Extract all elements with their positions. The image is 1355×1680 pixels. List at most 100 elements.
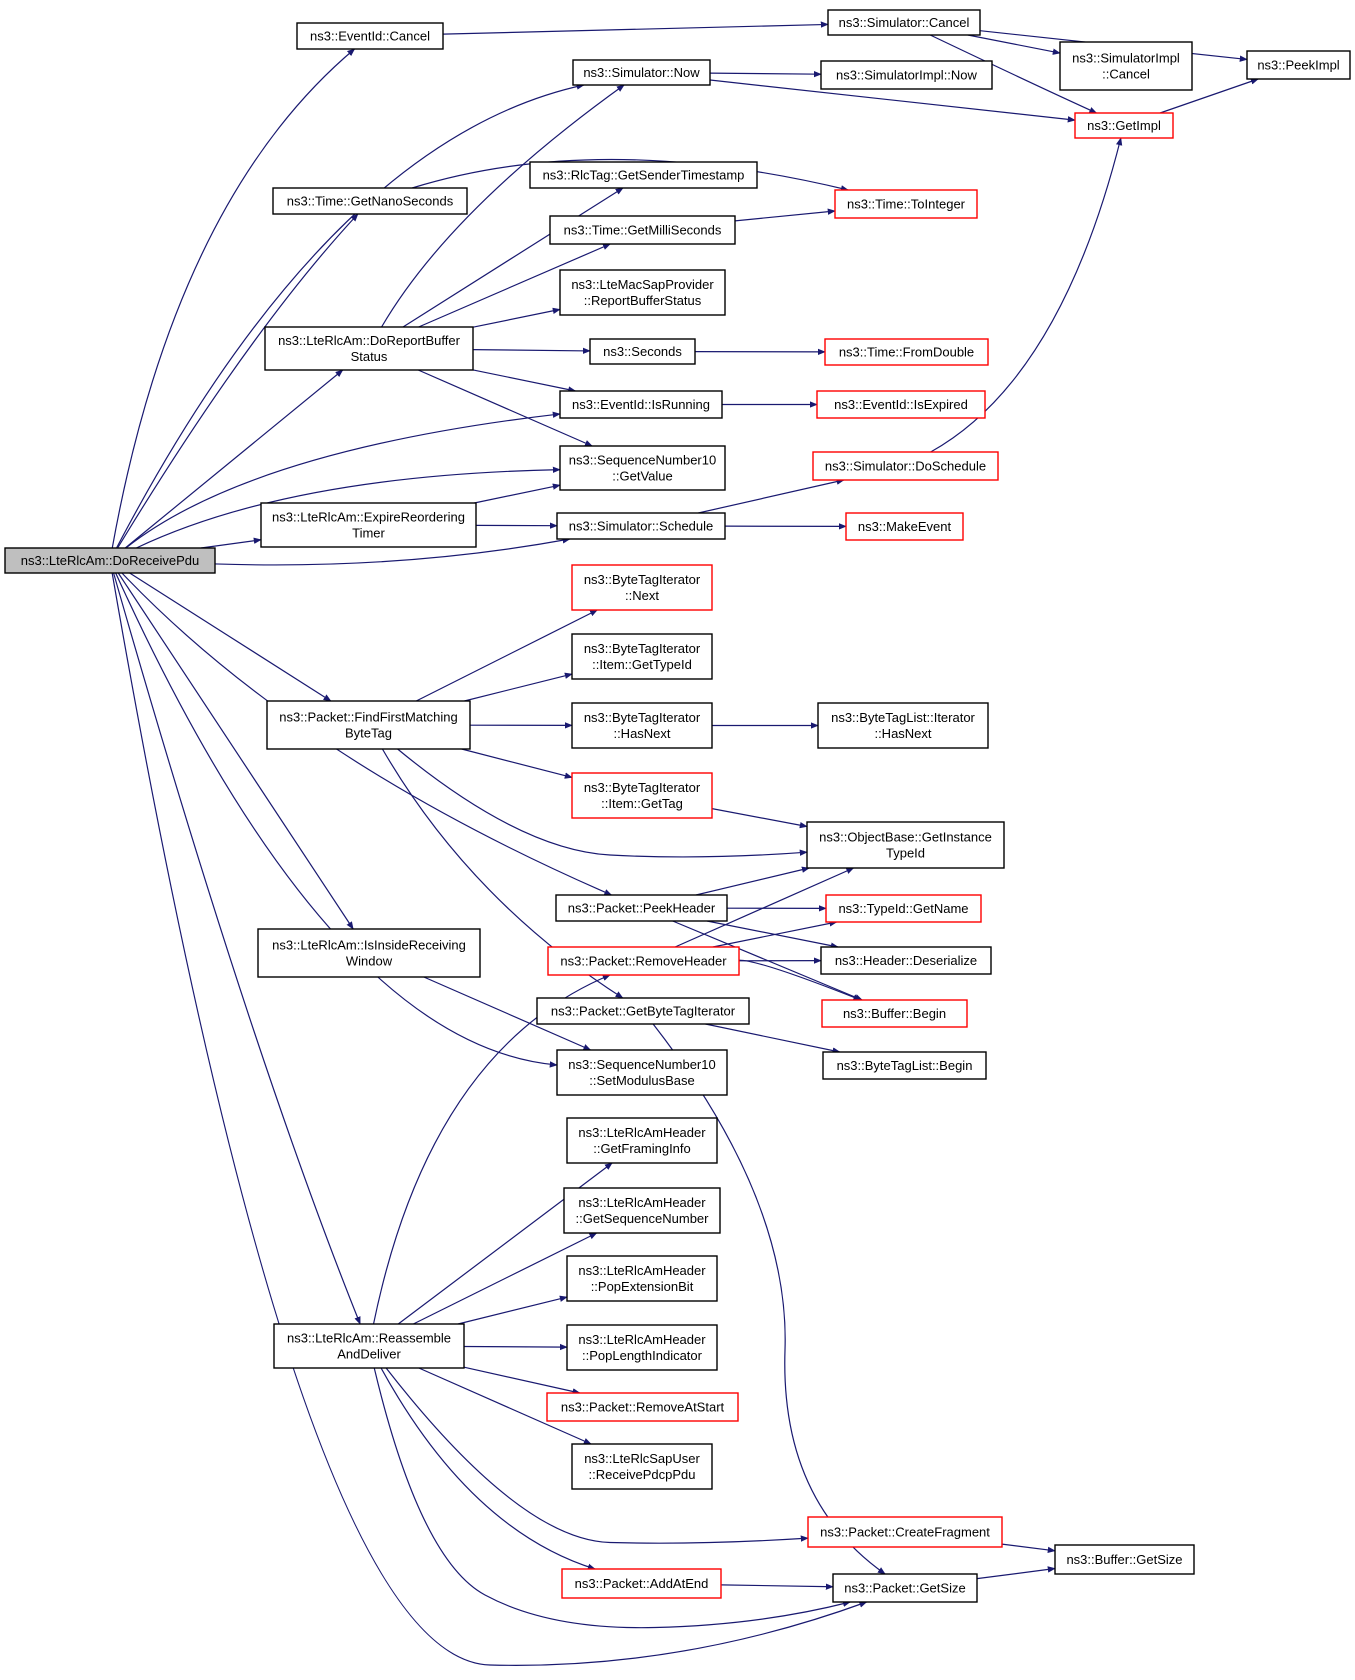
node-makeEvent[interactable]: ns3::MakeEvent <box>845 512 964 541</box>
node-label: ns3::LteRlcAmHeader <box>578 1332 706 1347</box>
node-box <box>832 1573 978 1603</box>
node-label: Status <box>351 349 388 364</box>
node-root[interactable]: ns3::LteRlcAm::DoReceivePdu <box>4 547 216 574</box>
node-simImplNow[interactable]: ns3::SimulatorImpl::Now <box>820 60 993 90</box>
node-label: ::HasNext <box>613 726 670 741</box>
node-btlHasNext[interactable]: ns3::ByteTagList::Iterator::HasNext <box>817 702 989 749</box>
node-peekImpl[interactable]: ns3::PeekImpl <box>1246 50 1351 80</box>
edge-findFirst-to-btiNext <box>415 609 598 702</box>
node-getMilli[interactable]: ns3::Time::GetMilliSeconds <box>549 215 736 245</box>
node-label: ::GetValue <box>612 469 672 484</box>
node-label: ns3::GetImpl <box>1087 118 1161 133</box>
node-box <box>546 1392 739 1422</box>
node-receivePdcp[interactable]: ns3::LteRlcSapUser::ReceivePdcpPdu <box>571 1443 713 1490</box>
node-btiGetTag[interactable]: ns3::ByteTagIterator::Item::GetTag <box>571 772 713 819</box>
node-toInteger[interactable]: ns3::Time::ToInteger <box>834 189 978 219</box>
node-simImplCancel[interactable]: ns3::SimulatorImpl::Cancel <box>1059 41 1193 91</box>
edge-simCancel-to-getImpl <box>929 34 1098 114</box>
node-pktGetSize[interactable]: ns3::Packet::GetSize <box>832 1573 978 1603</box>
node-typeIdName[interactable]: ns3::TypeId::GetName <box>825 894 982 923</box>
edge-root-to-reassemble <box>112 572 361 1325</box>
node-label: ns3::Time::ToInteger <box>847 197 966 212</box>
node-label: Timer <box>352 526 385 541</box>
node-label: ns3::RlcTag::GetSenderTimestamp <box>543 168 745 183</box>
edge-root-to-doReport <box>124 369 344 549</box>
edge-root-to-findFirst <box>129 572 332 702</box>
node-addAtEnd[interactable]: ns3::Packet::AddAtEnd <box>561 1568 722 1599</box>
node-getBti[interactable]: ns3::Packet::GetByteTagIterator <box>536 997 750 1025</box>
node-peekHeader[interactable]: ns3::Packet::PeekHeader <box>555 894 728 922</box>
node-label: ns3::ByteTagIterator <box>584 710 701 725</box>
node-bufGetSize[interactable]: ns3::Buffer::GetSize <box>1054 1544 1195 1575</box>
node-box <box>820 60 993 90</box>
node-getSeqNum[interactable]: ns3::LteRlcAmHeader::GetSequenceNumber <box>563 1187 721 1234</box>
node-label: ::ReceivePdcpPdu <box>589 1467 696 1482</box>
node-label: ns3::Packet::GetSize <box>844 1581 965 1596</box>
edge-reassemble-to-receivePdcp <box>418 1367 592 1445</box>
node-rlcTag[interactable]: ns3::RlcTag::GetSenderTimestamp <box>529 161 758 189</box>
node-btiNext[interactable]: ns3::ByteTagIterator::Next <box>571 564 713 611</box>
edge-doReport-to-isRunning <box>472 369 577 393</box>
node-doSchedule[interactable]: ns3::Simulator::DoSchedule <box>812 451 999 481</box>
node-removeAtStart[interactable]: ns3::Packet::RemoveAtStart <box>546 1392 739 1422</box>
edge-findFirst-to-btiGetTypeId <box>464 672 573 702</box>
node-btiHasNext[interactable]: ns3::ByteTagIterator::HasNext <box>571 702 713 749</box>
edge-root-to-setModulus <box>115 572 558 1068</box>
node-deserialize[interactable]: ns3::Header::Deserialize <box>820 946 992 975</box>
edge-root-to-pktGetSize <box>111 572 868 1666</box>
node-schedule[interactable]: ns3::Simulator::Schedule <box>556 512 726 540</box>
node-isRunning[interactable]: ns3::EventId::IsRunning <box>559 390 723 419</box>
node-setModulus[interactable]: ns3::SequenceNumber10::SetModulusBase <box>556 1049 728 1096</box>
node-fromDouble[interactable]: ns3::Time::FromDouble <box>824 338 989 366</box>
node-label: ::GetFramingInfo <box>593 1141 691 1156</box>
node-createFrag[interactable]: ns3::Packet::CreateFragment <box>807 1516 1003 1548</box>
node-label: ::Item::GetTypeId <box>592 657 692 672</box>
node-box <box>559 445 726 491</box>
node-isExpired[interactable]: ns3::EventId::IsExpired <box>816 390 986 419</box>
edge-findFirst-to-btiGetTag <box>461 748 573 779</box>
node-box <box>555 894 728 922</box>
node-seconds[interactable]: ns3::Seconds <box>589 338 696 365</box>
node-box <box>1246 50 1351 80</box>
edge-reassemble-to-removeAtStart <box>463 1366 581 1395</box>
edge-root-to-simNow <box>116 83 585 549</box>
edge-getImpl-to-peekImpl <box>1159 78 1259 114</box>
node-box <box>824 338 989 366</box>
edge-doReport-to-seqGetValue <box>417 369 593 447</box>
node-box <box>571 633 713 680</box>
node-evCancel[interactable]: ns3::EventId::Cancel <box>296 22 444 50</box>
node-label: ::SetModulusBase <box>589 1073 695 1088</box>
node-popLen[interactable]: ns3::LteRlcAmHeader::PopLengthIndicator <box>566 1324 718 1371</box>
node-simNow[interactable]: ns3::Simulator::Now <box>572 59 711 86</box>
edge-doReport-to-lteMacSap <box>472 307 561 328</box>
node-btlBegin[interactable]: ns3::ByteTagList::Begin <box>822 1051 987 1080</box>
node-box <box>806 821 1005 869</box>
node-label: ns3::LteRlcAm::IsInsideReceiving <box>272 938 466 953</box>
node-label: ns3::LteRlcAm::DoReceivePdu <box>21 553 199 568</box>
node-bufBegin[interactable]: ns3::Buffer::Begin <box>821 999 968 1028</box>
node-box <box>556 1049 728 1096</box>
node-getNano[interactable]: ns3::Time::GetNanoSeconds <box>272 187 468 215</box>
node-simCancel[interactable]: ns3::Simulator::Cancel <box>827 9 981 36</box>
node-removeHeader[interactable]: ns3::Packet::RemoveHeader <box>547 946 740 976</box>
node-getImpl[interactable]: ns3::GetImpl <box>1074 112 1174 139</box>
node-label: ns3::Packet::FindFirstMatching <box>279 710 457 725</box>
node-box <box>827 9 981 36</box>
node-seqGetValue[interactable]: ns3::SequenceNumber10::GetValue <box>559 445 726 491</box>
node-lteMacSap[interactable]: ns3::LteMacSapProvider::ReportBufferStat… <box>559 269 726 316</box>
node-popExt[interactable]: ns3::LteRlcAmHeader::PopExtensionBit <box>566 1255 718 1302</box>
edge-root-to-isRunning <box>125 411 561 549</box>
edge-simNow-to-simImplNow <box>709 70 822 78</box>
node-btiGetTypeId[interactable]: ns3::ByteTagIterator::Item::GetTypeId <box>571 633 713 680</box>
edges-layer <box>111 21 1259 1666</box>
node-box <box>566 1117 718 1164</box>
node-getFraming[interactable]: ns3::LteRlcAmHeader::GetFramingInfo <box>566 1117 718 1164</box>
node-label: Window <box>346 954 393 969</box>
node-box <box>571 564 713 611</box>
